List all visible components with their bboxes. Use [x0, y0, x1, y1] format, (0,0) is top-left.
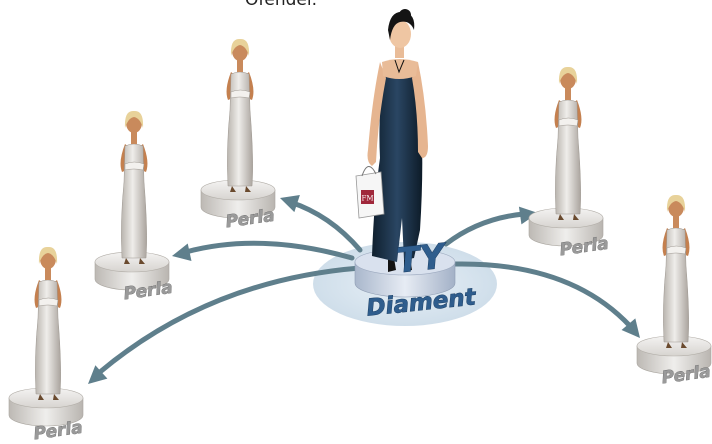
node-upper-right	[529, 67, 603, 246]
node-figure	[227, 39, 254, 192]
center-label-top: TY	[395, 236, 450, 281]
node-bottom-left	[9, 247, 83, 426]
top-caption: Ofendel.	[245, 0, 317, 10]
node-figure	[121, 111, 148, 264]
node-figure	[663, 195, 690, 348]
arrow-to-top-left	[277, 189, 360, 250]
node-figure	[35, 247, 62, 400]
node-figure	[555, 67, 582, 220]
node-top-left	[201, 39, 275, 218]
center-figure: FM	[356, 9, 428, 272]
node-lower-right	[637, 195, 711, 374]
arrow-to-upper-right	[446, 204, 539, 244]
bag-logo-text: FM	[361, 195, 373, 203]
node-mid-left	[95, 111, 169, 290]
network-nodes	[9, 39, 711, 426]
arrow-to-mid-left	[170, 243, 352, 264]
